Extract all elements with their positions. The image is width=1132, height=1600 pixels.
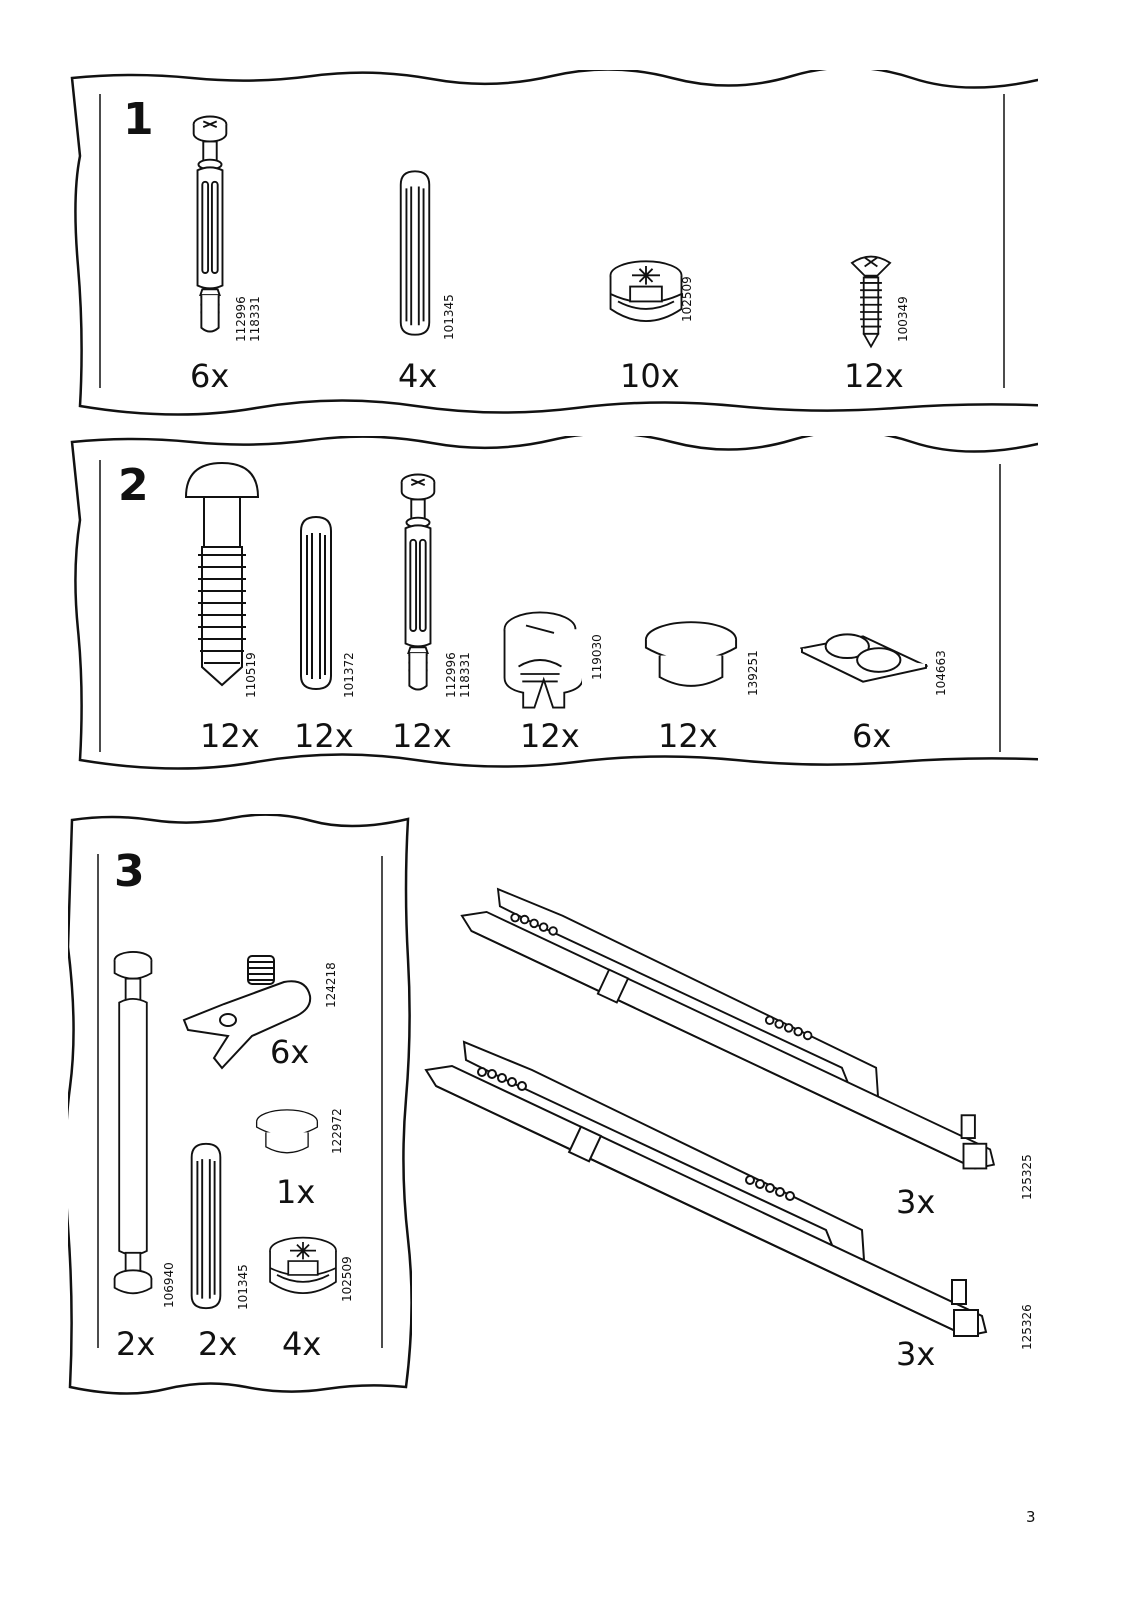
- part-code: 101372: [342, 652, 356, 698]
- long-pin-icon: [110, 938, 156, 1310]
- cam-lock-icon: [264, 1228, 342, 1308]
- part-quantity: 12x: [844, 357, 904, 395]
- section-3-frame: [68, 814, 412, 1395]
- section-1-frame: [70, 70, 1038, 416]
- drawer-runner-icon: [424, 1020, 1024, 1350]
- part-code: 124218: [324, 962, 338, 1008]
- page-number: 3: [1026, 1508, 1036, 1526]
- part-quantity: 12x: [658, 717, 718, 755]
- felt-pads-icon: [800, 626, 928, 696]
- part-code: 119030: [590, 634, 604, 680]
- part-code: 101345: [236, 1264, 250, 1310]
- part-quantity: 1x: [276, 1173, 316, 1211]
- part-quantity: 12x: [200, 717, 260, 755]
- part-quantity: 4x: [282, 1325, 322, 1363]
- part-code: 104663: [934, 650, 948, 696]
- part-quantity: 12x: [294, 717, 354, 755]
- section-2-number: 2: [118, 460, 149, 511]
- part-code: 101345: [442, 294, 456, 340]
- part-quantity: 2x: [116, 1325, 156, 1363]
- part-code: 102509: [680, 276, 694, 322]
- wooden-dowel-icon: [186, 1140, 226, 1312]
- part-quantity: 6x: [190, 357, 230, 395]
- part-quantity: 2x: [198, 1325, 238, 1363]
- part-quantity: 6x: [270, 1033, 310, 1071]
- part-quantity: 12x: [392, 717, 452, 755]
- part-quantity: 6x: [852, 717, 892, 755]
- part-code: 102509: [340, 1256, 354, 1302]
- screw-icon: [848, 252, 894, 352]
- part-quantity: 3x: [896, 1335, 936, 1373]
- part-code: 110519: [244, 652, 258, 698]
- part-code: 125326: [1020, 1304, 1034, 1350]
- wooden-dowel-icon: [296, 510, 336, 696]
- part-code: 106940: [162, 1262, 176, 1308]
- cover-cap-icon: [642, 618, 740, 692]
- wooden-dowel-icon: [396, 166, 434, 340]
- part-quantity: 12x: [520, 717, 580, 755]
- part-quantity: 3x: [896, 1183, 936, 1221]
- cam-bolt-icon: [394, 468, 442, 698]
- section-3-number: 3: [114, 846, 145, 897]
- section-1-number: 1: [123, 94, 154, 145]
- section-2-frame: [70, 436, 1038, 770]
- cover-cap-icon: [254, 1100, 320, 1164]
- cam-bolt-icon: [186, 112, 234, 338]
- section-3-panel: 3 106940 2x 124218 6x 122972 1x 101345 2…: [68, 814, 412, 1396]
- cam-lock-housing-icon: [498, 608, 582, 712]
- part-quantity: 10x: [620, 357, 680, 395]
- part-code: 139251: [746, 650, 760, 696]
- part-code: 122972: [330, 1108, 344, 1154]
- part-code: 100349: [896, 296, 910, 342]
- part-quantity: 4x: [398, 357, 438, 395]
- cam-lock-icon: [604, 256, 688, 332]
